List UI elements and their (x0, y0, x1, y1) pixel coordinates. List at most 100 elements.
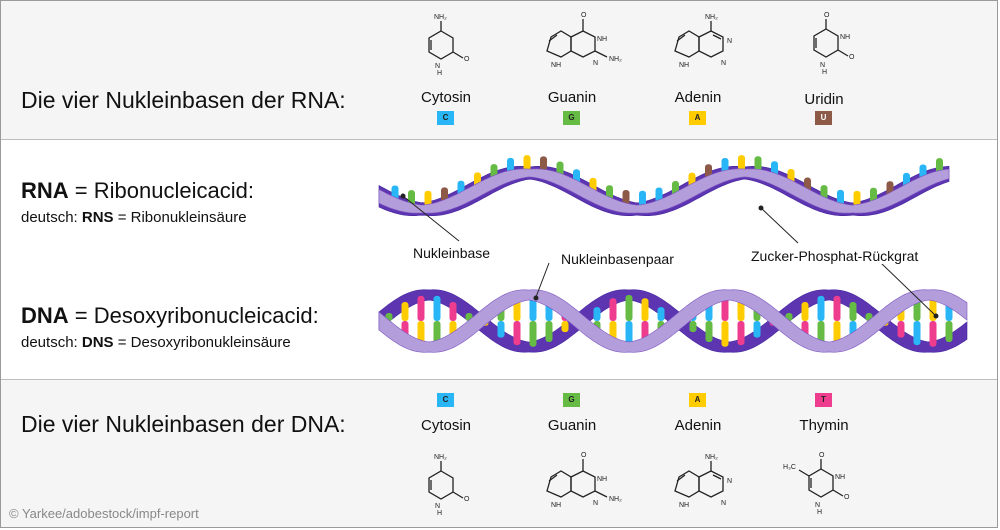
svg-text:O: O (581, 452, 587, 459)
svg-text:N: N (721, 60, 726, 67)
dna-base-pair (753, 321, 761, 338)
dna-base-pair (513, 321, 521, 346)
svg-text:NH₂: NH₂ (434, 14, 447, 21)
rna-base-label-adenin: Adenin (674, 89, 722, 106)
dna-base-pair (705, 321, 713, 343)
svg-text:H: H (822, 69, 827, 76)
dna-base-label-adenin: Adenin (674, 417, 722, 434)
leader-dot (533, 295, 539, 301)
rna-base-label-guanin: Guanin (547, 89, 597, 106)
svg-text:O: O (464, 56, 470, 63)
leader-dot (933, 313, 939, 319)
rna-nucleobase (424, 190, 432, 207)
svg-text:O: O (824, 12, 830, 19)
rna-nucleobase (523, 155, 531, 172)
rna-bases-title: Die vier Nukleinbasen der RNA: (21, 87, 346, 113)
svg-text:NH: NH (551, 62, 561, 69)
leader-base-pair (535, 262, 550, 298)
svg-text:NH₂: NH₂ (705, 454, 718, 461)
rna-base-label-cytosin: Cytosin (420, 89, 472, 106)
svg-text:NH₂: NH₂ (609, 56, 622, 63)
dna-base-pair (593, 307, 601, 321)
rna-nucleobase (408, 190, 415, 207)
dna-base-pair (641, 298, 649, 321)
svg-text:H: H (437, 70, 442, 77)
cytosine-structure-rna: NH₂ O N H (428, 14, 470, 77)
svg-text:NH: NH (597, 476, 607, 483)
divider-bottom (1, 379, 997, 380)
rna-nucleobase (837, 189, 844, 206)
rna-base-label-uridin: Uridin (804, 91, 844, 108)
dna-base-pair (561, 321, 569, 333)
rna-nucleobase (754, 156, 762, 173)
dna-base-pair (913, 321, 921, 346)
svg-text:N: N (593, 500, 598, 507)
dna-base-pair (497, 321, 505, 338)
rna-german-definition: deutsch: RNS = Ribonukleinsäure (21, 209, 247, 226)
rna-nucleobase (639, 190, 646, 207)
leader-dot (400, 193, 406, 199)
svg-text:NH: NH (597, 36, 607, 43)
dna-base-pair (945, 321, 953, 343)
dna-base-pair (817, 295, 825, 321)
dna-chip-g: G (563, 393, 580, 407)
rna-chip-c: C (437, 111, 454, 125)
dna-chip-a: A (689, 393, 706, 407)
dna-base-pair (737, 321, 745, 346)
dna-base-pair (417, 295, 425, 321)
svg-text:N: N (435, 503, 440, 510)
dna-base-pair (401, 302, 409, 321)
svg-text:NH₂: NH₂ (434, 454, 447, 461)
svg-text:H: H (437, 510, 442, 517)
dna-definition: DNA = Desoxyribonucleicacid: (21, 303, 319, 328)
dna-chip-c: C (437, 393, 454, 407)
rna-nucleobase (540, 156, 547, 173)
adenine-structure-dna: NH₂ N N NH (674, 454, 732, 509)
divider-top (1, 139, 997, 140)
svg-text:O: O (819, 452, 825, 459)
svg-text:N: N (727, 38, 732, 45)
dna-base-pair (529, 321, 537, 347)
svg-text:N: N (721, 500, 726, 507)
svg-text:NH: NH (551, 502, 561, 509)
dna-bases-title: Die vier Nukleinbasen der DNA: (21, 411, 346, 437)
svg-text:N: N (727, 478, 732, 485)
dna-base-pair (625, 321, 633, 347)
dna-base-pair (433, 295, 441, 321)
dna-base-pair (833, 295, 841, 321)
rna-nucleobase (622, 189, 630, 206)
dna-base-pair (529, 295, 537, 321)
rna-chip-g: G (563, 111, 580, 125)
callout-nucleobase: Nukleinbase (413, 245, 491, 261)
svg-text:N: N (593, 60, 598, 67)
dna-backbone-front (378, 289, 968, 353)
svg-text:H₃C: H₃C (783, 464, 796, 471)
dna-base-pair (849, 302, 857, 321)
svg-text:N: N (820, 62, 825, 69)
svg-text:NH: NH (840, 34, 850, 41)
svg-text:NH₂: NH₂ (609, 496, 622, 503)
svg-text:NH: NH (679, 62, 689, 69)
rna-chip-a: A (689, 111, 706, 125)
dna-base-pair (449, 302, 457, 321)
thymine-structure-dna: O NH O H₃C N H (783, 452, 850, 516)
dna-base-pair (801, 302, 809, 321)
rna-backbone-back (378, 165, 950, 216)
uracil-structure-rna: O NH O N H (813, 12, 855, 76)
rna-nucleobase (738, 155, 745, 172)
svg-text:H: H (817, 509, 822, 516)
svg-text:O: O (844, 494, 850, 501)
dna-base-pair (609, 298, 617, 321)
guanine-structure-rna: O NH NH₂ N NH (546, 12, 622, 69)
leader-backbone-rna (760, 207, 799, 244)
callout-backbone: Zucker-Phosphat-Rückgrat (751, 248, 919, 264)
rna-nucleobase (853, 190, 861, 207)
leader-backbone-dna (880, 262, 937, 317)
dna-base-pair (721, 321, 729, 347)
dna-base-pair (625, 295, 633, 321)
dna-chip-t: T (815, 393, 832, 407)
dna-base-label-thymin: Thymin (799, 417, 849, 434)
